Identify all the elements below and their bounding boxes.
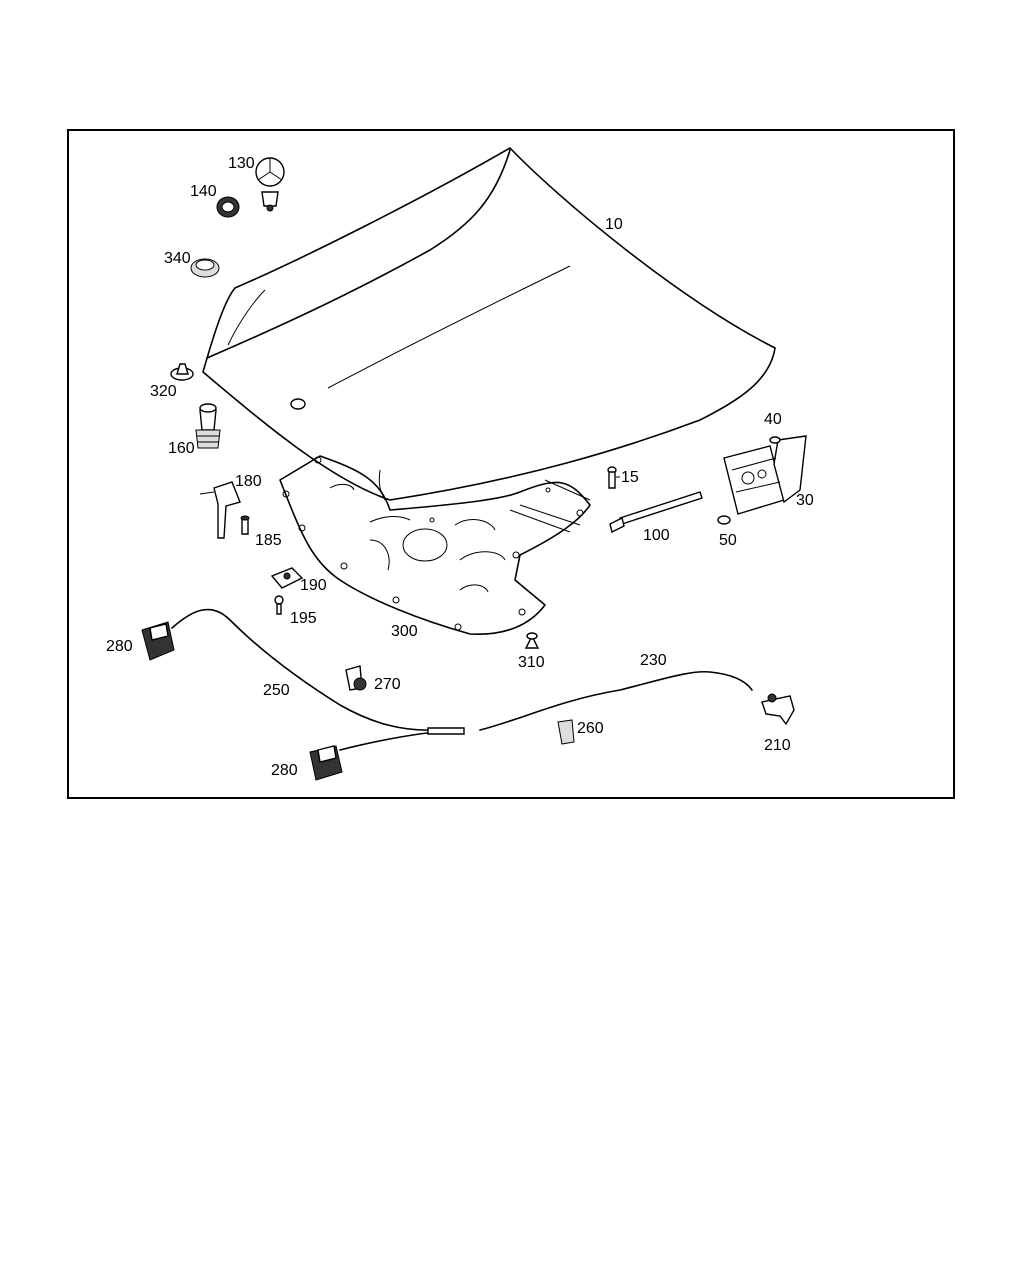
diagram-frame <box>67 129 955 799</box>
clip-270 <box>345 665 367 691</box>
hood-latch <box>717 435 807 525</box>
label-230: 230 <box>640 652 667 669</box>
release-lever <box>761 693 795 726</box>
rubber-buffer <box>195 403 221 449</box>
label-100: 100 <box>643 527 670 544</box>
label-185: 185 <box>255 532 282 549</box>
bolt-15 <box>607 466 617 489</box>
label-160: 160 <box>168 440 195 457</box>
emblem-seal <box>216 196 240 218</box>
label-340: 340 <box>164 250 191 267</box>
label-280-upper: 280 <box>106 638 133 655</box>
label-250: 250 <box>263 682 290 699</box>
grommet <box>190 258 220 278</box>
label-140: 140 <box>190 183 217 200</box>
label-40: 40 <box>764 411 782 428</box>
label-190: 190 <box>300 577 327 594</box>
label-310: 310 <box>518 654 545 671</box>
buffer-cap <box>170 363 194 381</box>
label-300: 300 <box>391 623 418 640</box>
label-50: 50 <box>719 532 737 549</box>
label-280-lower: 280 <box>271 762 298 779</box>
clip-310 <box>524 632 540 649</box>
release-cable <box>171 608 753 751</box>
hood-insulation <box>279 455 591 636</box>
label-180: 180 <box>235 473 262 490</box>
clip-260 <box>557 719 575 745</box>
holder-190 <box>270 567 304 589</box>
gas-strut <box>609 491 703 534</box>
hood-lock-lower <box>309 745 343 781</box>
hood-hinge <box>199 481 250 539</box>
label-320: 320 <box>150 383 177 400</box>
label-260: 260 <box>577 720 604 737</box>
bolt-195 <box>274 595 284 615</box>
label-30: 30 <box>796 492 814 509</box>
star-emblem <box>255 157 285 212</box>
label-15: 15 <box>621 469 639 486</box>
label-210: 210 <box>764 737 791 754</box>
hood-panel <box>202 147 776 501</box>
hood-lock-upper <box>141 621 175 661</box>
label-10: 10 <box>605 216 623 233</box>
label-195: 195 <box>290 610 317 627</box>
label-130: 130 <box>228 155 255 172</box>
label-270: 270 <box>374 676 401 693</box>
